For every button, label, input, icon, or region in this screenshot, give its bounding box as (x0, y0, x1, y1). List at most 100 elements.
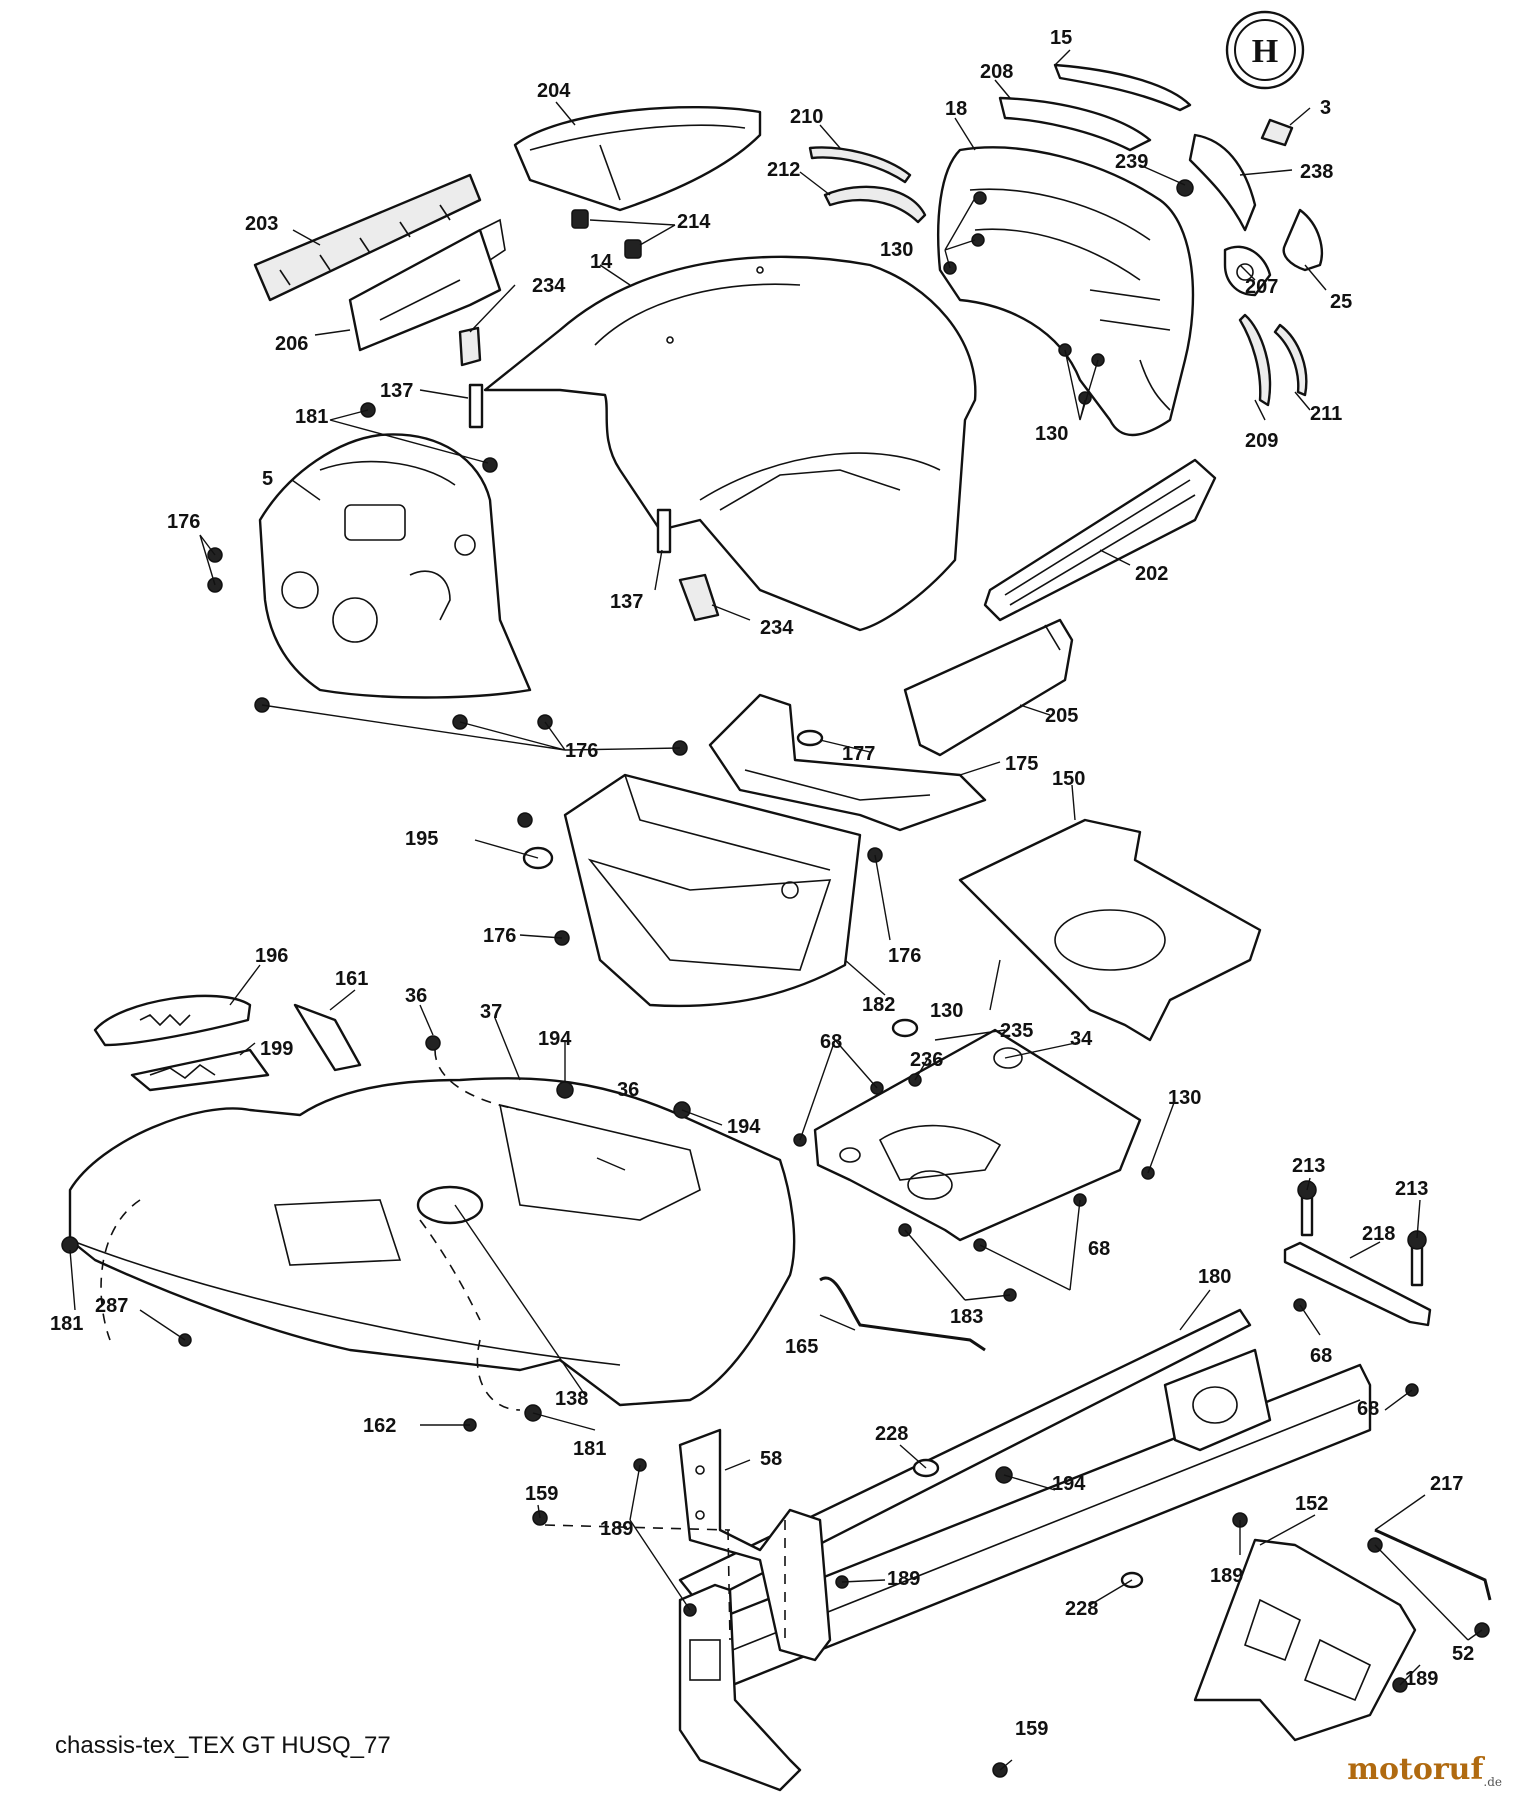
callout-189b: 189 (1210, 1565, 1243, 1587)
callout-194c: 194 (1052, 1473, 1086, 1495)
part-5-dashboard (258, 433, 532, 699)
callout-34: 34 (1070, 1028, 1093, 1050)
callout-181c: 181 (573, 1438, 606, 1460)
callout-195: 195 (405, 828, 438, 850)
callout-234a: 234 (532, 275, 566, 297)
callout-205: 205 (1045, 705, 1078, 727)
part-175-steering-bracket (708, 693, 987, 832)
callout-37: 37 (480, 1001, 502, 1023)
callout-189d: 189 (1405, 1668, 1438, 1690)
callout-159b: 159 (1015, 1718, 1048, 1740)
callout-130d: 130 (1168, 1087, 1201, 1109)
callout-180: 180 (1198, 1266, 1231, 1288)
part-211-lower-grille (1273, 323, 1308, 397)
callout-130b: 130 (1035, 423, 1068, 445)
husqvarna-logo-icon: H (1225, 10, 1305, 90)
part-150-splash-shield (958, 818, 1262, 1042)
part-14-hood (483, 255, 977, 632)
part-206-bracket (348, 218, 506, 352)
callout-15: 15 (1050, 27, 1072, 49)
callout-204: 204 (537, 80, 571, 102)
callout-137a: 137 (380, 380, 413, 402)
callout-206: 206 (275, 333, 308, 355)
part-235-spacer (891, 1018, 919, 1038)
callout-159a: 159 (525, 1483, 558, 1505)
callout-194b: 194 (727, 1116, 761, 1138)
callout-234b: 234 (760, 617, 794, 639)
callout-210: 210 (790, 106, 823, 128)
callout-175: 175 (1005, 753, 1038, 775)
part-161-bracket (293, 1003, 362, 1072)
part-152-shield (1193, 1538, 1417, 1742)
callout-196: 196 (255, 945, 288, 967)
callout-213a: 213 (1292, 1155, 1325, 1177)
part-137-strip (468, 383, 672, 554)
callout-207: 207 (1245, 276, 1278, 298)
callout-177: 177 (842, 743, 875, 765)
part-34-engine-plate (813, 1028, 1142, 1242)
watermark-suffix: .de (1483, 1775, 1502, 1789)
callout-189c: 189 (887, 1568, 920, 1590)
part-208-upper-bracket (998, 96, 1152, 152)
part-3-badge (1260, 118, 1294, 147)
part-204-hood-cap (513, 105, 762, 212)
part-199-pedal-pad (130, 1048, 270, 1092)
part-217-rod (1374, 1528, 1492, 1601)
callout-194a: 194 (538, 1028, 572, 1050)
part-176-rivets (207, 547, 883, 946)
part-210-side-grille (808, 146, 912, 184)
part-205-cover (903, 618, 1074, 757)
callout-152: 152 (1295, 1493, 1328, 1515)
callout-228a: 228 (875, 1423, 908, 1445)
part-180-frame (678, 1308, 1372, 1692)
callout-137b: 137 (610, 591, 643, 613)
part-234-pad (458, 326, 720, 622)
callout-209: 209 (1245, 430, 1278, 452)
callout-68d: 68 (1357, 1398, 1379, 1420)
part-182-lower-dash (563, 773, 862, 1008)
callout-36a: 36 (405, 985, 427, 1007)
diagram-caption: chassis-tex_TEX GT HUSQ_77 (55, 1732, 391, 1759)
callout-labels: 15 204 208 3 210 18 212 239 238 203 214 … (50, 27, 1474, 1740)
part-238-side-panel (1188, 133, 1257, 232)
callout-217: 217 (1430, 1473, 1463, 1495)
callout-189a: 189 (600, 1518, 633, 1540)
callout-130a: 130 (880, 239, 913, 261)
callout-3: 3 (1320, 97, 1331, 119)
callout-52: 52 (1452, 1643, 1474, 1665)
callout-238: 238 (1300, 161, 1333, 183)
part-194-nuts (556, 1081, 1013, 1484)
part-frame-front-end (678, 1583, 802, 1792)
callout-239: 239 (1115, 151, 1148, 173)
callout-228b: 228 (1065, 1598, 1098, 1620)
part-165-rod (819, 1276, 986, 1352)
callout-181a: 181 (295, 406, 328, 428)
leader-lines (69, 49, 1483, 1771)
callout-161: 161 (335, 968, 368, 990)
callout-68a: 68 (820, 1031, 842, 1053)
part-239-fastener (1176, 179, 1194, 197)
part-212-side-grille (823, 185, 927, 224)
part-207-headlight (1223, 245, 1272, 297)
callout-199: 199 (260, 1038, 293, 1060)
part-228-spacers (912, 1458, 1144, 1589)
callout-212: 212 (767, 159, 800, 181)
callout-5: 5 (262, 468, 273, 490)
callout-18: 18 (945, 98, 967, 120)
callout-14: 14 (590, 251, 613, 273)
callout-36b: 36 (617, 1079, 639, 1101)
callout-181b: 181 (50, 1313, 83, 1335)
callout-218: 218 (1362, 1223, 1395, 1245)
callout-68c: 68 (1310, 1345, 1332, 1367)
callout-176a: 176 (167, 511, 200, 533)
part-25-lens (1282, 208, 1323, 272)
callout-68b: 68 (1088, 1238, 1110, 1260)
part-15-trim (1053, 63, 1192, 112)
callout-202: 202 (1135, 563, 1168, 585)
callout-213b: 213 (1395, 1178, 1428, 1200)
callout-176d: 176 (888, 945, 921, 967)
part-58-front-bracket (678, 1428, 832, 1662)
part-203-grille-insert (253, 173, 482, 302)
callout-235: 235 (1000, 1020, 1033, 1042)
callout-150: 150 (1052, 768, 1085, 790)
